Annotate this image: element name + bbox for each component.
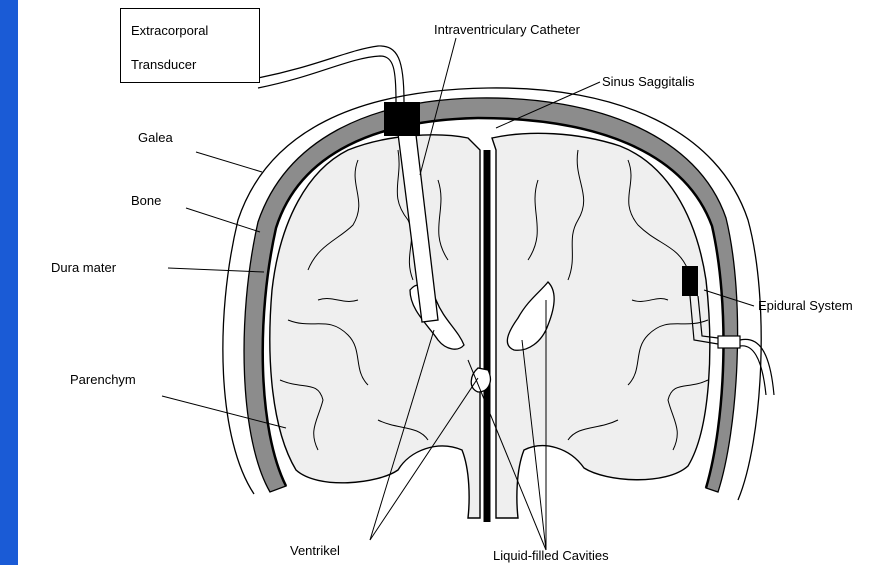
epidural-sensor: [682, 266, 698, 296]
label-ventrikel: Ventrikel: [290, 543, 340, 558]
label-dura: Dura mater: [51, 260, 116, 275]
label-galea: Galea: [138, 130, 173, 145]
label-parenchym: Parenchym: [70, 372, 136, 387]
diagram-canvas: Extracorporal Transducer Intraventricula…: [18, 0, 892, 565]
label-epidural: Epidural System: [758, 298, 853, 313]
transducer-label-line1: Extracorporal: [131, 23, 208, 38]
label-sinus: Sinus Saggitalis: [602, 74, 695, 89]
label-cavities: Liquid-filled Cavities: [493, 548, 609, 563]
catheter-bolt: [384, 102, 420, 136]
epidural-connector: [718, 336, 740, 348]
label-catheter: Intraventriculary Catheter: [434, 22, 580, 37]
third-ventricle: [471, 368, 490, 392]
epidural-cable-inner: [740, 346, 766, 395]
transducer-cable-inner: [258, 56, 396, 102]
transducer-box: Extracorporal Transducer: [120, 8, 260, 83]
brain-cross-section: [18, 0, 892, 565]
label-bone: Bone: [131, 193, 161, 208]
transducer-cable: [258, 46, 404, 102]
epidural-cable: [740, 339, 774, 395]
transducer-label-line2: Transducer: [131, 57, 196, 72]
